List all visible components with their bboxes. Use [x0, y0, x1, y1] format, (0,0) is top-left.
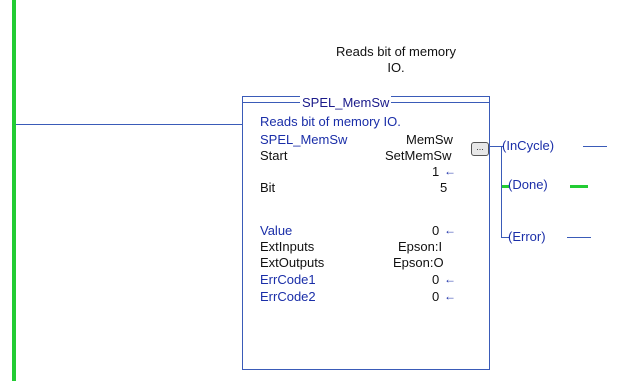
- output-arrow-icon: ←: [444, 164, 456, 178]
- output-arrow-icon: ←: [444, 289, 456, 303]
- param-label-start: Start: [260, 148, 288, 163]
- browse-button[interactable]: ...: [471, 142, 489, 156]
- param-value-errcode1: 0: [432, 272, 440, 287]
- wire-error-in: [501, 237, 509, 238]
- coil-close-paren: ): [543, 177, 548, 192]
- wire-error-out: [567, 237, 591, 238]
- param-value-start-state: 1: [432, 164, 440, 179]
- rung-wire-input: [16, 124, 242, 125]
- function-block[interactable]: [242, 96, 490, 370]
- param-value-bit[interactable]: 5: [440, 180, 448, 195]
- rung-comment: Reads bit of memory IO.: [312, 44, 480, 76]
- param-value-start[interactable]: SetMemSw: [385, 148, 452, 163]
- param-value-extinputs[interactable]: Epson:I: [398, 239, 443, 254]
- coil-close-paren: ): [541, 229, 546, 244]
- wire-done-out: [570, 185, 588, 188]
- param-value-value: 0: [432, 223, 440, 238]
- param-label-extoutputs: ExtOutputs: [260, 255, 325, 270]
- coil-error[interactable]: (Error): [508, 229, 546, 244]
- wire-done-in: [501, 185, 509, 188]
- param-label-value: Value: [260, 223, 293, 238]
- coil-open-paren: (: [508, 229, 513, 244]
- output-branch-vertical: [501, 146, 502, 238]
- coil-incycle[interactable]: (InCycle): [502, 138, 554, 153]
- param-label-bit: Bit: [260, 180, 276, 195]
- param-label-instance: SPEL_MemSw: [260, 132, 348, 147]
- rung-comment-line2: IO.: [387, 60, 405, 75]
- coil-open-paren: (: [508, 177, 513, 192]
- coil-open-paren: (: [502, 138, 507, 153]
- param-value-instance[interactable]: MemSw: [406, 132, 453, 147]
- param-label-extinputs: ExtInputs: [260, 239, 315, 254]
- wire-incycle-out: [583, 146, 607, 147]
- param-label-errcode2: ErrCode2: [260, 289, 316, 304]
- output-arrow-icon: ←: [444, 223, 456, 237]
- param-value-errcode2: 0: [432, 289, 440, 304]
- rung-comment-line1: Reads bit of memory: [336, 44, 456, 59]
- coil-error-label: Error: [512, 229, 542, 244]
- coil-incycle-label: InCycle: [506, 138, 550, 153]
- coil-done-label: Done: [512, 177, 544, 192]
- param-label-errcode1: ErrCode1: [260, 272, 316, 287]
- output-arrow-icon: ←: [444, 272, 456, 286]
- function-block-description: Reads bit of memory IO.: [260, 114, 401, 129]
- wire-incycle-in: [490, 146, 504, 147]
- coil-done[interactable]: (Done): [508, 177, 548, 192]
- coil-close-paren: ): [549, 138, 555, 153]
- param-value-extoutputs[interactable]: Epson:O: [393, 255, 444, 270]
- function-block-name[interactable]: SPEL_MemSw: [300, 95, 392, 110]
- power-rail-left: [12, 0, 16, 381]
